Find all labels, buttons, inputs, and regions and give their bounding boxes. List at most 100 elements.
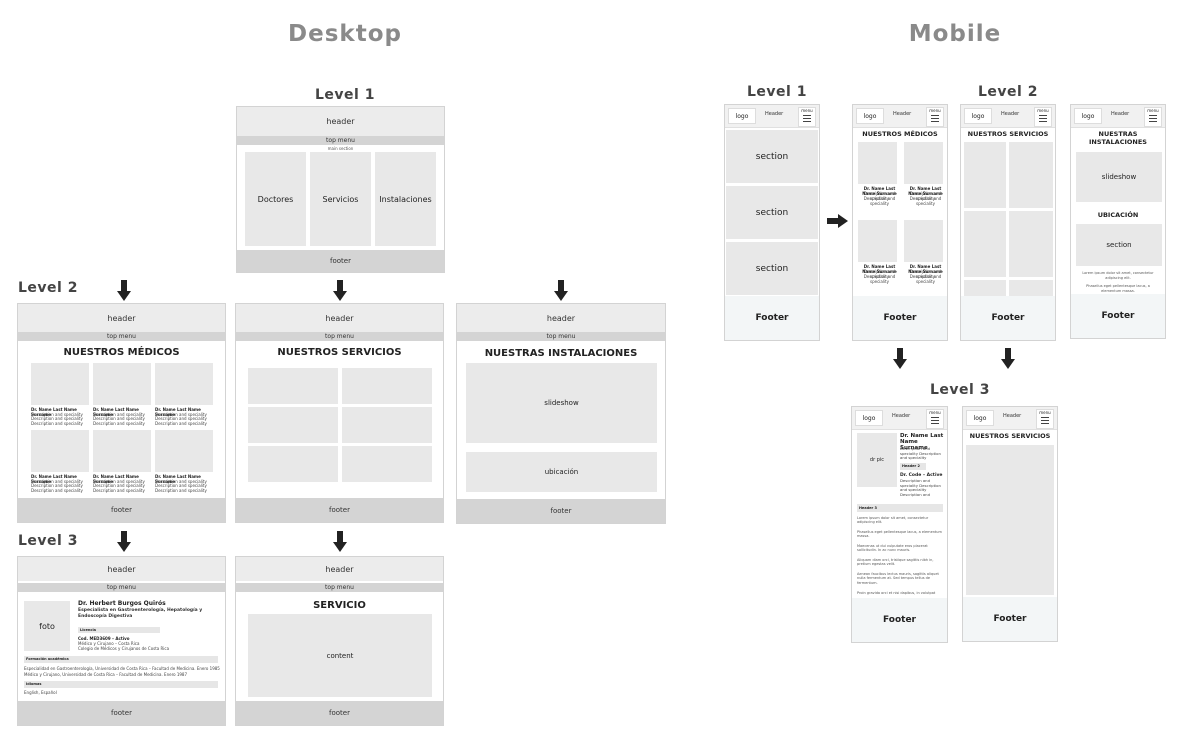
mobile-header-bar: logo Header menu (725, 105, 819, 128)
mobile-header-bar: logo Header menu (961, 105, 1055, 128)
mobile-header-bar: logo Header menu (1071, 105, 1165, 128)
top-menu-bar: top menu (18, 583, 225, 592)
doctor-card-name: Dr. Name Last Name Surname (93, 474, 139, 484)
doctor-card-desc: Description and speciality (93, 478, 145, 484)
mobile-medicos-wireframe: logo Header menu NUESTROS MÉDICOS Dr. Na… (852, 104, 948, 341)
mobile-header-label: Header (892, 413, 911, 419)
mobile-home-wireframe: logo Header menu section section section… (724, 104, 820, 341)
content-box: content (248, 614, 432, 697)
doctor-card-name: Dr. Name Last Name Surname (862, 186, 897, 196)
service-tile (964, 142, 1006, 208)
mobile-header-bar: logo Header menu (963, 407, 1057, 430)
doctor-card-name: Dr. Name Last Name Surname (908, 264, 943, 274)
section-block: section (726, 242, 818, 295)
doctor-card-desc: Description and speciality (909, 274, 942, 284)
desktop-heading: Desktop (288, 21, 402, 47)
servicios-title: NUESTROS SERVICIOS (969, 432, 1051, 440)
down-arrow-icon (1001, 348, 1015, 369)
down-arrow-icon (117, 280, 131, 301)
logo-icon[interactable]: logo (728, 108, 756, 124)
down-arrow-icon (333, 280, 347, 301)
logo-icon[interactable]: logo (964, 108, 992, 124)
paragraph: Aenean faucibus lectus mauris, sagittis … (857, 572, 939, 585)
mobile-servicio-wireframe: logo Header menu NUESTROS SERVICIOS Foot… (962, 406, 1058, 642)
doctor-card-desc: Description and speciality (863, 191, 896, 201)
doctor-photo-placeholder (904, 220, 943, 262)
hamburger-menu-icon[interactable]: menu (1034, 107, 1052, 127)
doctor-card-desc: Description and speciality (93, 416, 145, 421)
down-arrow-icon (333, 531, 347, 552)
doctor-card-desc: Description and speciality (155, 416, 207, 421)
card-servicios: Servicios (310, 152, 371, 246)
logo-icon[interactable]: logo (855, 410, 883, 426)
header-bar: header (236, 557, 443, 581)
paragraph: Lorem ipsum dolor sit amet, consectetur … (1082, 271, 1154, 280)
doctor-code: Cod. MED3609 – Activo (78, 636, 130, 641)
top-menu-bar: top menu (236, 332, 443, 341)
main-section-label: main section (327, 146, 354, 151)
doctor-card-desc: Description and speciality (31, 478, 83, 484)
doctor-card-name: Dr. Name Last Name Surname (908, 186, 943, 196)
hamburger-menu-icon[interactable]: menu (798, 107, 816, 127)
header-bar: header (18, 304, 225, 332)
header-bar: header (18, 557, 225, 581)
logo-icon[interactable]: logo (966, 410, 994, 426)
mobile-footer: Footer (853, 296, 947, 340)
paragraph: Aliquam diam orci, tristique sagittis ni… (857, 558, 934, 567)
desktop-servicio-wireframe: header top menu SERVICIO content footer (235, 556, 444, 726)
logo-icon[interactable]: logo (1074, 108, 1102, 124)
doctor-card-desc: Description and speciality (155, 483, 207, 488)
service-tile (248, 368, 338, 404)
servicios-title: NUESTROS SERVICIOS (967, 130, 1049, 138)
desktop-doctor-wireframe: header top menu foto Dr. Herbert Burgos … (17, 556, 226, 726)
section-block: section (726, 130, 818, 183)
doctor-photo-placeholder (904, 142, 943, 184)
header2-label: Header 2 (900, 463, 926, 470)
card-instalaciones: Instalaciones (375, 152, 436, 246)
service-tile (1009, 280, 1053, 297)
doctor-card-name: Dr. Name Last Name Surname (31, 407, 77, 417)
doctor-code-line: Colegio de Médicos y Cirujanos de Costa … (78, 646, 170, 651)
logo-icon[interactable]: logo (856, 108, 884, 124)
doctor-card-desc: Description and speciality (155, 411, 207, 417)
section-block: section (1076, 224, 1162, 266)
mobile-footer: Footer (1071, 294, 1165, 338)
mobile-level3-label: Level 3 (930, 382, 990, 398)
medicos-title: NUESTROS MÉDICOS (63, 347, 180, 358)
footer-bar: footer (236, 498, 443, 522)
doctor-card-desc: Description and speciality (31, 487, 83, 493)
service-tile (248, 407, 338, 443)
footer-bar: footer (237, 250, 444, 272)
hamburger-menu-icon[interactable]: menu (926, 107, 944, 127)
doctor-card-desc: Description and speciality (863, 269, 896, 279)
hamburger-menu-icon[interactable]: menu (1144, 107, 1162, 127)
doctor-card-desc: Description and speciality (31, 483, 83, 488)
mobile-header-label: Header (765, 111, 784, 117)
footer-bar: footer (18, 498, 225, 522)
doctor-card-desc: Description and speciality (93, 483, 145, 488)
top-menu-bar: top menu (237, 136, 444, 145)
desktop-level3-label: Level 3 (18, 533, 78, 549)
servicio-title: SERVICIO (313, 600, 366, 611)
service-tile (1009, 142, 1053, 208)
desktop-level1-label: Level 1 (315, 87, 375, 103)
formacion-line: Especialidad en Gastroenterología, Unive… (24, 666, 220, 671)
doctor-name: Dr. Name Last Name Surname (900, 433, 944, 451)
slideshow-box: slideshow (1076, 152, 1162, 202)
doctor-card-desc: Description and speciality (155, 420, 207, 426)
service-tile (964, 211, 1006, 277)
instalaciones-title: NUESTRAS INSTALACIONES (484, 348, 638, 359)
doctor-photo-placeholder (858, 220, 897, 262)
doctor-card-name: Dr. Name Last Name Surname (155, 407, 201, 417)
formacion-label: Formación académica (24, 656, 218, 663)
hamburger-menu-icon[interactable]: menu (1036, 409, 1054, 429)
hamburger-menu-icon[interactable]: menu (926, 409, 944, 429)
service-tile (248, 446, 338, 482)
mobile-instalaciones-wireframe: logo Header menu NUESTRAS INSTALACIONES … (1070, 104, 1166, 339)
servicios-title: NUESTROS SERVICIOS (277, 347, 402, 358)
doctor-card-desc: Description and speciality (155, 487, 207, 493)
mobile-heading: Mobile (908, 21, 1002, 47)
ubicacion-box: ubicación (466, 452, 657, 492)
desktop-level2-label: Level 2 (18, 280, 78, 296)
doctor-code-desc: Description and speciality Description a… (900, 478, 941, 497)
